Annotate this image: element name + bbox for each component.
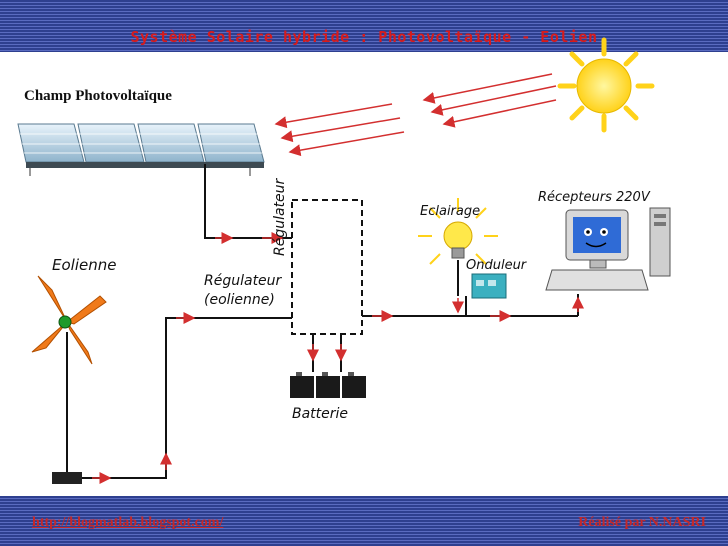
page-title: Système Solaire hybride : Photovoltaïque… bbox=[130, 28, 598, 46]
lighting-label: Eclairage bbox=[420, 204, 481, 219]
footer-link[interactable]: http://blogmatlab.blogspot.com/ bbox=[32, 515, 224, 530]
regulator-box bbox=[291, 199, 363, 335]
regulator-label: Régulateur bbox=[272, 178, 288, 256]
sun-icon bbox=[557, 37, 655, 133]
inverter-label: Onduleur bbox=[466, 258, 527, 273]
battery-label: Batterie bbox=[292, 406, 349, 422]
wind-regulator-label: Régulateur (eolienne) bbox=[204, 273, 282, 308]
footer-author: Réalisé par N.NASRI bbox=[578, 515, 706, 530]
computer-icon bbox=[545, 207, 671, 291]
inverter-icon bbox=[471, 273, 507, 299]
receivers-label: Récepteurs 220V bbox=[538, 190, 650, 205]
footer-band bbox=[0, 496, 728, 546]
battery-icon bbox=[290, 372, 366, 398]
wind-label: Eolienne bbox=[52, 256, 117, 274]
pv-panels bbox=[17, 123, 265, 176]
sun-rays bbox=[274, 73, 557, 157]
pv-field-label: Champ Photovoltaïque bbox=[24, 88, 172, 104]
light-bulb-icon bbox=[418, 198, 498, 265]
wind-turbine-icon bbox=[31, 275, 107, 484]
header-band bbox=[0, 0, 728, 52]
